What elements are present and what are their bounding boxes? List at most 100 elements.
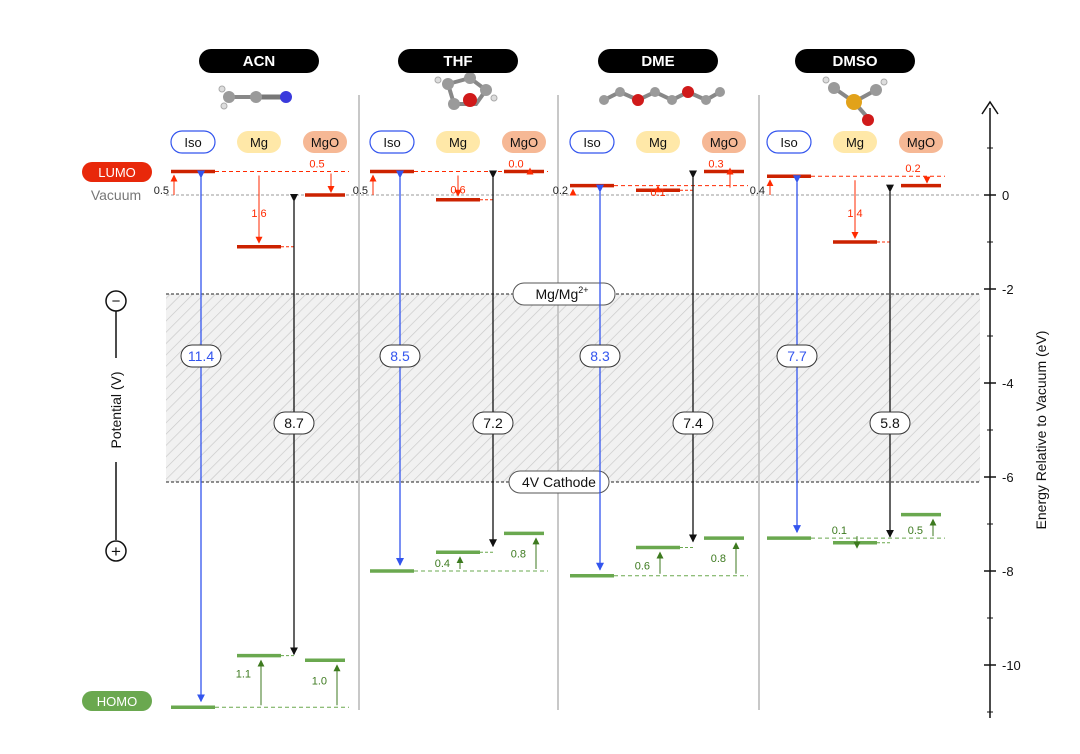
axis-tick-label: 0	[1002, 188, 1009, 203]
lumo-shift-mgo: 0.2	[905, 163, 920, 175]
lumo-label: LUMO	[98, 165, 136, 180]
solvent-title: DMSO	[833, 53, 878, 70]
acn-molecule-icon	[218, 85, 292, 110]
homo-shift-mgo: 0.8	[511, 548, 526, 560]
homo-label: HOMO	[97, 694, 137, 709]
mgo-column-pill	[702, 131, 746, 153]
lumo-shift-mg: 0.1	[650, 187, 665, 199]
iso-gap-pill	[776, 344, 818, 368]
axis-tick-label: -6	[1002, 470, 1014, 485]
iso-column-pill	[766, 130, 812, 154]
iso-gap-value: 8.5	[390, 348, 410, 364]
axis-tick-label: -8	[1002, 564, 1014, 579]
dme-molecule-icon	[599, 86, 725, 106]
homo-badge	[82, 691, 152, 711]
mgo-column-pill	[899, 131, 943, 153]
axis-tick-label: -10	[1002, 658, 1021, 673]
mg-column-label: Mg	[250, 135, 268, 150]
lumo-shift-iso: 0.5	[353, 185, 368, 197]
vacuum-label: Vacuum	[91, 187, 141, 203]
homo-shift-mgo: 0.8	[711, 553, 726, 565]
iso-column-pill	[369, 130, 415, 154]
homo-shift-mg: 0.6	[635, 561, 650, 573]
mg-column-pill	[833, 131, 877, 153]
solvent-title: ACN	[243, 53, 276, 70]
mg-column-label: Mg	[846, 135, 864, 150]
mg-reference-label: Mg/Mg2+	[535, 285, 588, 302]
lumo-shift-mgo: 0.0	[508, 159, 523, 171]
mg-gap-value: 8.7	[284, 415, 304, 431]
iso-gap-pill	[579, 344, 621, 368]
iso-column-pill	[569, 130, 615, 154]
minus-sign: −	[112, 293, 121, 310]
mg-gap-pill	[273, 411, 315, 435]
cathode-reference-label: 4V Cathode	[522, 474, 596, 490]
iso-column-label: Iso	[383, 135, 400, 150]
lumo-shift-mg: 1.6	[251, 208, 266, 220]
iso-column-label: Iso	[583, 135, 600, 150]
homo-shift-mg: 1.1	[236, 669, 251, 681]
mg-gap-value: 7.2	[483, 415, 503, 431]
axis-arrow-icon	[981, 100, 999, 115]
dmso-molecule-icon	[822, 76, 888, 126]
homo-shift-mgo: 1.0	[312, 675, 327, 687]
lumo-shift-iso: 0.5	[154, 185, 169, 197]
homo-shift-mgo: 0.5	[908, 525, 923, 537]
mg-column-pill	[237, 131, 281, 153]
lumo-shift-mg: 1.4	[847, 208, 862, 220]
potential-axis: − Potential (V) +	[105, 290, 127, 562]
lumo-shift-mgo: 0.5	[309, 159, 324, 171]
solvent-title-pill	[398, 49, 518, 73]
potential-axis-label: Potential (V)	[108, 371, 124, 448]
mgo-column-pill	[303, 131, 347, 153]
stability-window-band	[166, 294, 980, 482]
homo-shift-mg: 0.1	[832, 525, 847, 537]
lumo-badge	[82, 162, 152, 182]
cathode-reference-pill	[508, 470, 610, 494]
solvent-title: THF	[443, 53, 472, 70]
mg-column-pill	[436, 131, 480, 153]
homo-shift-mg: 0.4	[435, 558, 450, 570]
iso-column-label: Iso	[780, 135, 797, 150]
mgo-column-label: MgO	[710, 135, 738, 150]
iso-gap-pill	[180, 344, 222, 368]
mgo-column-label: MgO	[510, 135, 538, 150]
mg-column-pill	[636, 131, 680, 153]
iso-column-label: Iso	[184, 135, 201, 150]
lumo-shift-mgo: 0.3	[708, 159, 723, 171]
energy-axis: Energy Relative to Vacuum (eV)	[981, 100, 1049, 718]
energy-axis-label: Energy Relative to Vacuum (eV)	[1033, 331, 1049, 530]
mg-reference-pill	[512, 282, 616, 306]
mgo-column-label: MgO	[311, 135, 339, 150]
solvent-title-pill	[199, 49, 319, 73]
iso-gap-value: 11.4	[188, 348, 214, 364]
mg-gap-pill	[869, 411, 911, 435]
mg-gap-pill	[672, 411, 714, 435]
iso-gap-value: 8.3	[590, 348, 610, 364]
iso-gap-value: 7.7	[787, 348, 807, 364]
axis-tick-label: -4	[1002, 376, 1014, 391]
mg-gap-pill	[472, 411, 514, 435]
panel-dme: DME Iso Mg MgO 8.3 7.4 0.2 0.1 0.3 0.6 0.8	[553, 49, 748, 578]
mg-column-label: Mg	[649, 135, 667, 150]
axis-tick-label: -2	[1002, 282, 1014, 297]
mg-gap-value: 5.8	[880, 415, 900, 431]
mgo-column-label: MgO	[907, 135, 935, 150]
mg-column-label: Mg	[449, 135, 467, 150]
iso-column-pill	[170, 130, 216, 154]
mgo-column-pill	[502, 131, 546, 153]
thf-molecule-icon	[434, 72, 498, 110]
plus-sign: +	[111, 542, 121, 561]
mg-gap-value: 7.4	[683, 415, 703, 431]
panel-acn: ACN Iso Mg MgO 11.4 8.7 0.5 1.6 0.5 1.1 1.0	[154, 49, 349, 710]
iso-gap-pill	[379, 344, 421, 368]
lumo-shift-iso: 0.2	[553, 185, 568, 197]
solvent-title: DME	[641, 53, 674, 70]
plus-sign-icon	[105, 540, 127, 562]
solvent-title-pill	[598, 49, 718, 73]
solvent-title-pill	[795, 49, 915, 73]
